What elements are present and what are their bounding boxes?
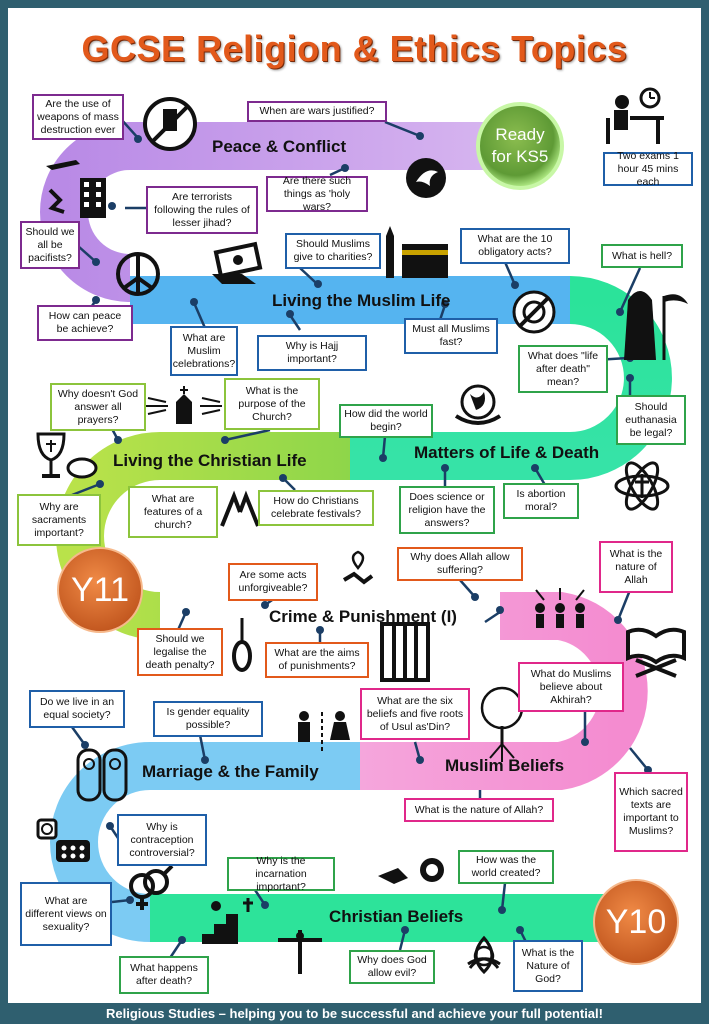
question-fast: Must all Muslims fast? bbox=[404, 318, 498, 354]
question-after-death-mean: What does "life after death" mean? bbox=[518, 345, 608, 393]
question-wmd: Are the use of weapons of mass destructi… bbox=[32, 94, 124, 140]
ks5-badge-label: Ready for KS5 bbox=[491, 125, 549, 166]
question-punishments: What are the aims of punishments? bbox=[265, 642, 369, 678]
question-science: Does science or religion have the answer… bbox=[399, 486, 495, 534]
question-festivals: How do Christians celebrate festivals? bbox=[258, 490, 374, 526]
question-nature-god: What is the Nature of God? bbox=[513, 940, 583, 992]
question-death-penalty: Should we legalise the death penalty? bbox=[137, 628, 223, 676]
question-holy-wars: Are there such things as 'holy wars? bbox=[266, 175, 368, 213]
question-abortion: Is abortion moral? bbox=[503, 483, 579, 519]
question-hajj: Why is Hajj important? bbox=[257, 335, 367, 371]
question-world-begin: How did the world begin? bbox=[339, 404, 433, 438]
question-euthanasia: Should euthanasia be legal? bbox=[616, 395, 686, 445]
question-akhirah: What do Muslims believe about Akhirah? bbox=[518, 662, 624, 712]
section-marriage-family: Marriage & the Family bbox=[142, 762, 319, 781]
gender-symbols-icon bbox=[129, 864, 174, 910]
mosque-kaaba-icon bbox=[386, 226, 448, 278]
chalice-bread-icon bbox=[36, 432, 98, 479]
y10-badge-circle bbox=[593, 879, 679, 965]
question-prayers: Why doesn't God answer all prayers? bbox=[50, 383, 146, 431]
road-marriage bbox=[50, 742, 360, 942]
reaper-icon bbox=[624, 291, 688, 360]
bombing-icon bbox=[46, 160, 106, 218]
earth-hands-icon bbox=[454, 384, 502, 425]
section-crime-punishment: Crime & Punishment (I) bbox=[269, 607, 457, 626]
question-world-created: How was the world created? bbox=[458, 850, 554, 884]
question-charities: Should Muslims give to charities? bbox=[285, 233, 381, 269]
prison-icon bbox=[380, 622, 430, 682]
handshake-heart-icon bbox=[342, 550, 374, 585]
climbing-stairs-icon bbox=[202, 898, 253, 944]
dove-icon bbox=[406, 158, 446, 198]
praying-hands-icon bbox=[220, 490, 260, 527]
money-hand-icon bbox=[212, 241, 263, 284]
creation-icon bbox=[378, 858, 444, 884]
question-ten-acts: What are the 10 obligatory acts? bbox=[460, 228, 570, 264]
question-sacred-texts: Which sacred texts are important to Musl… bbox=[614, 772, 688, 852]
peace-symbol-icon bbox=[116, 252, 160, 296]
tree-roots-icon bbox=[480, 686, 524, 762]
question-unforgiveable: Are some acts unforgiveable? bbox=[228, 563, 318, 601]
question-incarnation: Why is the incarnation important? bbox=[227, 855, 335, 893]
question-equal-society: Do we live in an equal society? bbox=[29, 690, 125, 728]
question-church-features: What are features of a church? bbox=[128, 486, 218, 538]
question-suffering: Why does Allah allow suffering? bbox=[397, 547, 523, 581]
ks5-badge-circle bbox=[476, 102, 564, 190]
question-sexuality: What are different views on sexuality? bbox=[20, 882, 112, 946]
question-church-purpose: What is the purpose of the Church? bbox=[224, 378, 320, 430]
gender-couple-icon bbox=[298, 711, 350, 752]
section-muslim-beliefs: Muslim Beliefs bbox=[445, 756, 565, 775]
y11-badge-label: Y11 bbox=[71, 570, 129, 609]
exam-info-box: Two exams 1 hour 45 mins each bbox=[603, 150, 693, 188]
page-title: GCSE Religion & Ethics Topics bbox=[81, 28, 628, 69]
question-contraception: Why is contraception controversial? bbox=[117, 814, 207, 866]
contraception-icon bbox=[36, 818, 90, 862]
teacher-desk-icon bbox=[606, 87, 664, 144]
ks5-badge: Ready for KS5 bbox=[482, 112, 558, 180]
women-couple-icon bbox=[76, 748, 128, 802]
section-peace-conflict: Peace & Conflict bbox=[212, 137, 347, 156]
crucifix-icon bbox=[278, 930, 322, 974]
road-peace bbox=[40, 122, 520, 302]
no-food-icon bbox=[512, 290, 556, 334]
y11-badge: Y11 bbox=[58, 548, 142, 632]
question-terrorists: Are terrorists following the rules of le… bbox=[146, 186, 258, 234]
question-hell: What is hell? bbox=[601, 244, 683, 268]
question-sacraments: Why are sacraments important? bbox=[17, 494, 101, 546]
section-life-death: Matters of Life & Death bbox=[414, 443, 600, 462]
community-icon bbox=[535, 588, 585, 628]
question-after-death: What happens after death? bbox=[119, 956, 209, 994]
quran-icon bbox=[626, 627, 686, 678]
question-gender: Is gender equality possible? bbox=[153, 701, 263, 737]
y10-badge: Y10 bbox=[594, 880, 678, 964]
no-weapons-icon bbox=[143, 97, 197, 151]
question-nature-allah-1: What is the nature of Allah bbox=[599, 541, 673, 593]
section-christian-beliefs: Christian Beliefs bbox=[329, 907, 464, 926]
trinity-icon bbox=[467, 935, 501, 975]
footer-tagline: Religious Studies – helping you to be su… bbox=[106, 1006, 603, 1021]
question-wars: When are wars justified? bbox=[247, 101, 387, 122]
question-nature-allah-2: What is the nature of Allah? bbox=[404, 798, 554, 822]
y11-badge-circle bbox=[57, 547, 143, 633]
question-celebrations: What are Muslim celebrations? bbox=[170, 326, 238, 376]
section-christian-life: Living the Christian Life bbox=[113, 451, 307, 470]
question-evil: Why does God allow evil? bbox=[349, 950, 435, 984]
y10-badge-label: Y10 bbox=[605, 902, 667, 941]
question-six-beliefs: What are the six beliefs and five roots … bbox=[360, 688, 470, 740]
section-muslim-life: Living the Muslim Life bbox=[272, 291, 451, 310]
atom-cross-icon bbox=[614, 461, 670, 511]
question-peace-achieve: How can peace be achieve? bbox=[37, 305, 133, 341]
question-pacifists: Should we all be pacifists? bbox=[20, 221, 80, 269]
road-life-death bbox=[350, 276, 672, 480]
noose-icon bbox=[232, 618, 252, 672]
church-icon bbox=[146, 386, 222, 424]
